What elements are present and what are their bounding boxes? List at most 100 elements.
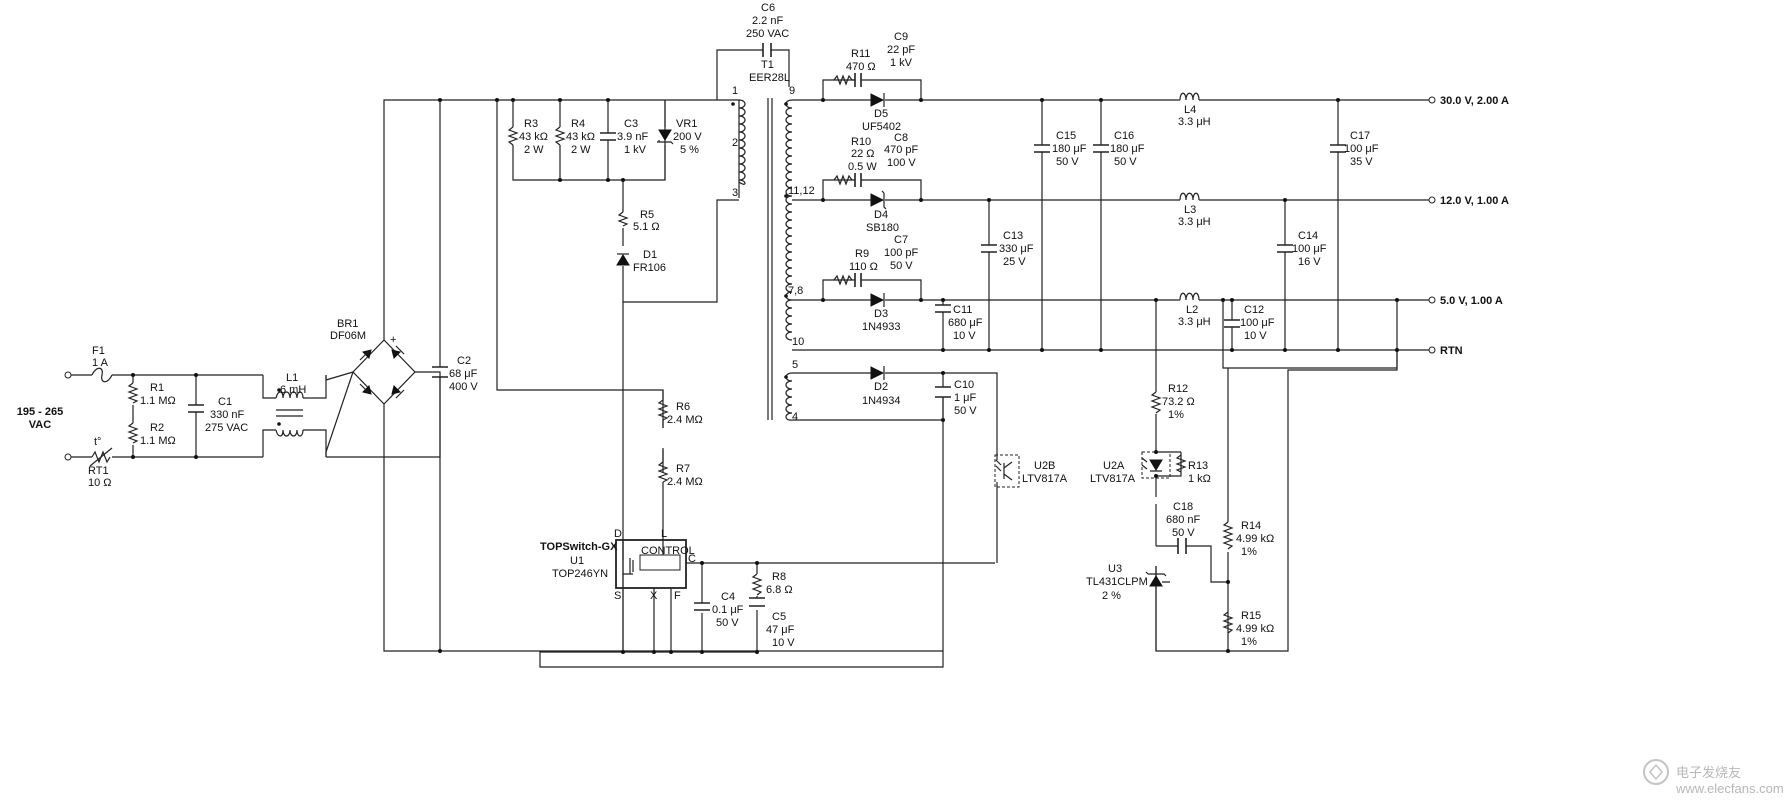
u2a-part: LTV817A [1090, 473, 1136, 485]
diode-symbols-secondary [870, 93, 887, 380]
r12-value: 73.2 Ω [1162, 396, 1195, 408]
t1-pin-5: 5 [792, 359, 798, 371]
d4-part: SB180 [866, 222, 899, 234]
c3-value: 3.9 nF [617, 131, 648, 143]
r14-rating: 1% [1241, 546, 1257, 558]
r12-rating: 1% [1168, 409, 1184, 421]
c3-rating: 1 kV [624, 144, 647, 156]
r5-value: 5.1 Ω [633, 221, 660, 233]
r2-ref: R2 [150, 422, 164, 434]
r9-value: 110 Ω [849, 261, 878, 273]
l2-ref: L2 [1186, 304, 1198, 316]
c7-rating: 50 V [890, 260, 913, 272]
output-terminal-symbols [1428, 96, 1436, 354]
c12-value: 100 μF [1240, 317, 1275, 329]
r10-rating: 0.5 W [848, 161, 877, 173]
ac-input-terminal-l [64, 371, 72, 379]
u1-pin-x: X [650, 590, 658, 602]
c4-value: 0.1 μF [712, 604, 744, 616]
r15-rating: 1% [1241, 636, 1257, 648]
resistor-symbol-r14 [1222, 521, 1234, 550]
resistor-symbol-r13 [1175, 454, 1187, 473]
output-inductor-symbols [1179, 92, 1200, 301]
r14-ref: R14 [1241, 520, 1261, 532]
rt1-symbol-label: t° [94, 436, 101, 448]
c9-value: 22 pF [887, 44, 915, 56]
capacitor-symbol-c5 [749, 597, 765, 607]
r4-rating: 2 W [571, 144, 591, 156]
c2-rating: 400 V [449, 381, 478, 393]
thermistor-symbol-rt1 [89, 447, 113, 467]
u3-ref: U3 [1108, 563, 1122, 575]
r4-ref: R4 [571, 118, 585, 130]
resistor-symbol-r2 [127, 422, 139, 444]
r11-value: 470 Ω [846, 61, 876, 73]
resistor-symbol-r5 [617, 211, 629, 227]
r1-ref: R1 [150, 382, 164, 394]
u1-pin-l: L [661, 528, 667, 540]
r3-ref: R3 [524, 118, 538, 130]
c17-rating: 35 V [1350, 156, 1373, 168]
resistor-symbol-r15 [1222, 611, 1234, 634]
c11-ref: C11 [953, 304, 972, 316]
u3-part: TL431CLPM [1086, 576, 1148, 588]
r6-value: 2.4 MΩ [667, 414, 703, 426]
schematic-wires [68, 49, 1432, 668]
c14-value: 100 μF [1292, 243, 1327, 255]
u1-family: TOPSwitch-GX [540, 541, 618, 553]
t1-part: EER28L [749, 72, 790, 84]
resistor-symbol-r6 [657, 390, 669, 428]
transformer-symbol-t1 [731, 98, 793, 421]
l4-ref: L4 [1184, 104, 1196, 116]
c4-rating: 50 V [716, 617, 739, 629]
c14-rating: 16 V [1298, 256, 1321, 268]
t1-pin-4: 4 [792, 411, 798, 423]
ac-input-terminal-n [64, 453, 72, 461]
r6-ref: R6 [676, 401, 690, 413]
c10-ref: C10 [954, 379, 974, 391]
diode-symbol-d1 [616, 253, 630, 266]
capacitor-symbol-c4 [694, 602, 710, 611]
c3-ref: C3 [624, 118, 638, 130]
t1-pin-2: 2 [732, 137, 738, 149]
output-labels: 30.0 V, 2.00 A 12.0 V, 1.00 A 5.0 V, 1.0… [1440, 95, 1509, 357]
watermark: 电子发烧友 www.elecfans.com [1643, 759, 1784, 796]
junction-dots [131, 98, 1399, 654]
u1-pin-s: S [614, 590, 621, 602]
optocoupler-symbol-u2a [1141, 451, 1171, 479]
l3-ref: L3 [1184, 204, 1196, 216]
t1-pin-10: 10 [792, 336, 804, 348]
u3-tolerance: 2 % [1102, 590, 1121, 602]
bridge-rectifier-symbol-br1 [359, 345, 405, 399]
r4-value: 43 kΩ [566, 131, 595, 143]
vr1-ref: VR1 [676, 118, 697, 130]
resistor-symbol-r12 [1150, 391, 1162, 414]
shunt-regulator-symbol-u3 [1145, 566, 1170, 651]
capacitor-symbol-c3 [600, 132, 616, 141]
c16-value: 180 μF [1110, 143, 1145, 155]
c10-value: 1 μF [954, 392, 977, 404]
br1-ref: BR1 [337, 318, 358, 330]
l3-value: 3.3 μH [1178, 216, 1211, 228]
r3-rating: 2 W [524, 144, 544, 156]
c11-value: 680 μF [948, 317, 983, 329]
capacitor-symbol-c6 [762, 43, 772, 57]
f1-value: 1 A [92, 357, 109, 369]
input-voltage-label: 195 - 265 [17, 406, 63, 418]
r10-ref: R10 [851, 136, 871, 148]
u1-pin-d: D [614, 528, 622, 540]
t1-pin-7-8: 7,8 [788, 285, 803, 297]
r2-value: 1.1 MΩ [140, 435, 176, 447]
u1-control-label: CONTROL [641, 545, 695, 557]
d5-ref: D5 [874, 108, 888, 120]
t1-pin-11-12: 11,12 [788, 185, 815, 197]
rt1-ref: RT1 [88, 465, 109, 477]
c6-value: 2.2 nF [752, 15, 783, 27]
vr1-value: 200 V [673, 131, 702, 143]
c1-value: 330 nF [210, 409, 245, 421]
u1-pin-c: C [688, 553, 696, 565]
resistor-symbol-r3 [507, 126, 519, 146]
r14-value: 4.99 kΩ [1236, 533, 1274, 545]
d3-ref: D3 [874, 308, 888, 320]
